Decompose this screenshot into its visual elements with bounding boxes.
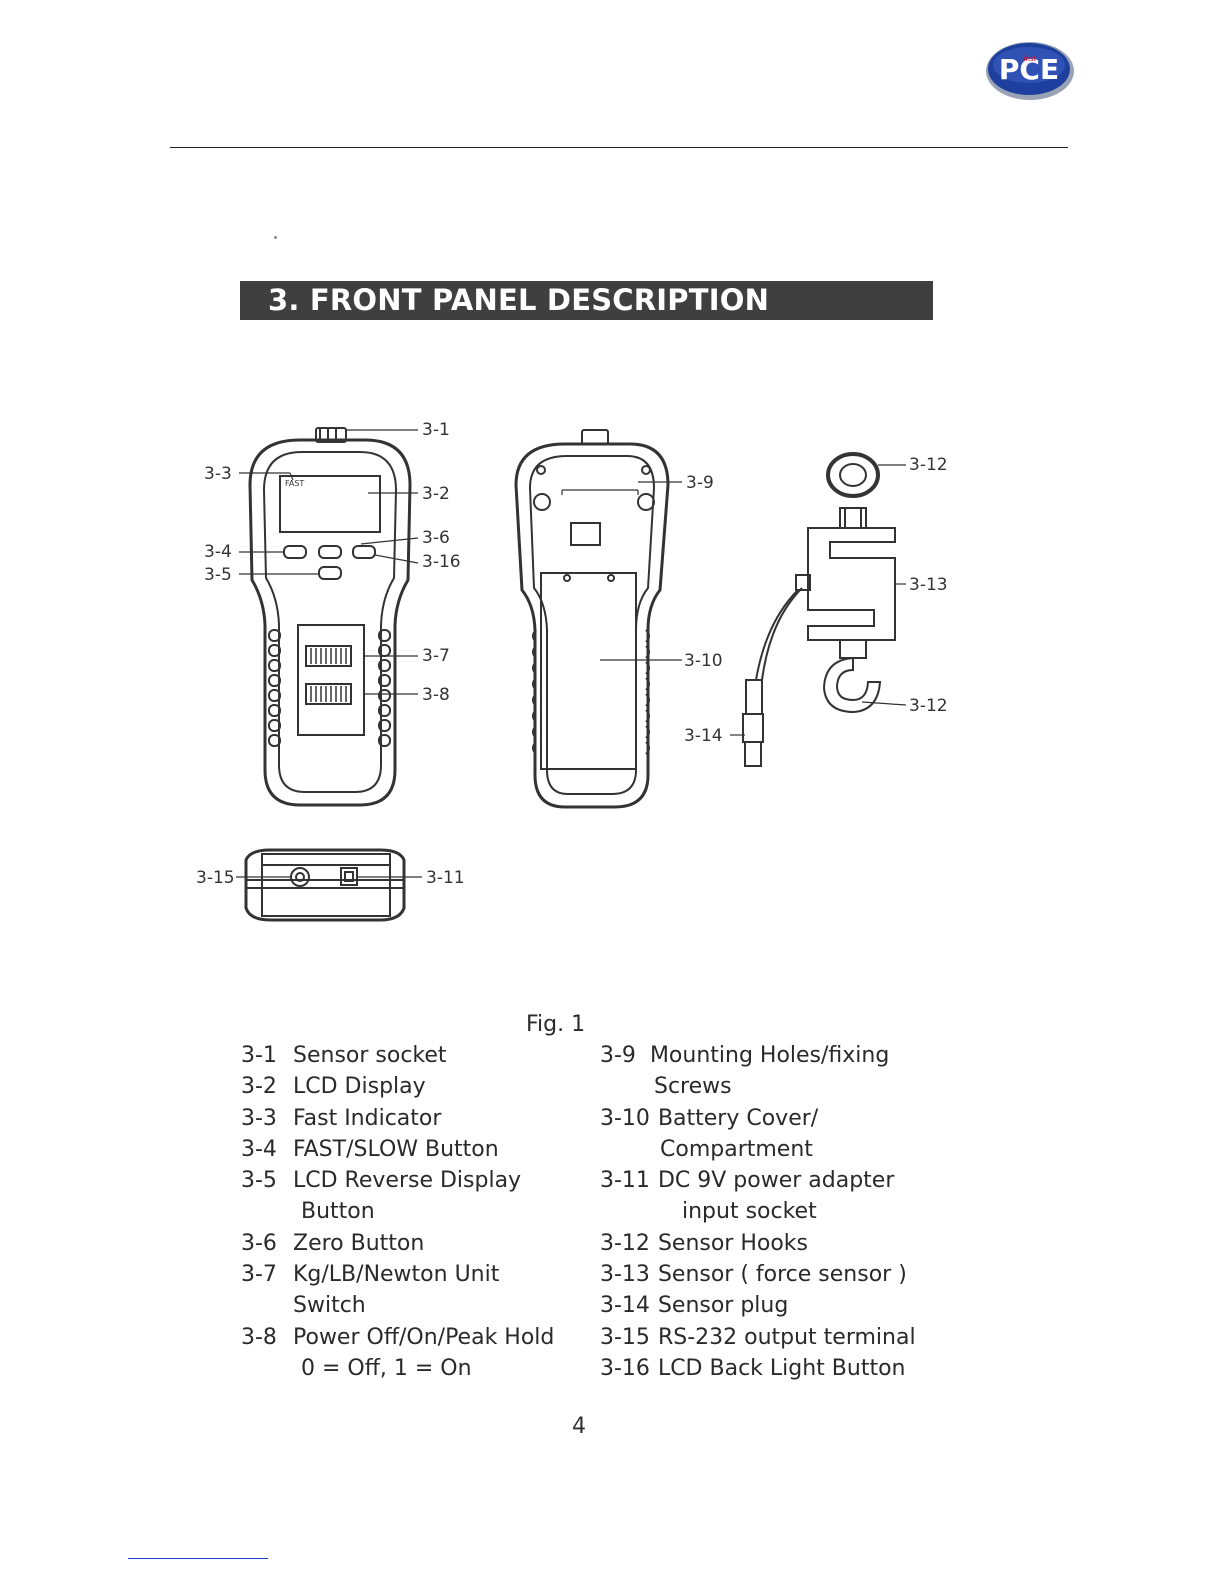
legend-item: 3-2 LCD Display: [241, 1071, 581, 1102]
front-panel-figure: FAST: [190, 420, 990, 940]
legend-item: 3-9 Mounting Holes/fixing: [600, 1040, 940, 1071]
legend-text: Kg/LB/Newton Unit: [293, 1262, 500, 1288]
legend-continuation: 0 = Off, 1 = On: [301, 1355, 472, 1381]
legend-text: Sensor socket: [293, 1043, 447, 1068]
legend-item: 3-11 DC 9V power adapter: [600, 1165, 940, 1196]
legend-right-column: 3-9 Mounting Holes/fixing Screws 3-10 Batt…: [600, 1040, 940, 1384]
legend-item: 3-14 Sensor plug: [600, 1290, 940, 1321]
lcd-fast-indicator: FAST: [285, 479, 304, 488]
legend-code: 3-8: [241, 1324, 277, 1350]
legend-item: 3-7 Kg/LB/Newton Unit: [241, 1259, 581, 1290]
callout-3-12-bottom: 3-12: [909, 696, 948, 716]
callout-3-4: 3-4: [204, 542, 232, 562]
legend-text: Sensor plug: [657, 1293, 789, 1319]
legend-text: LCD Reverse Display: [293, 1168, 522, 1194]
legend-continuation: Button: [301, 1199, 375, 1225]
bottom-view-device: [244, 848, 406, 922]
section-heading: 3. FRONT PANEL DESCRIPTION: [240, 281, 933, 320]
legend-item: 3-16 LCD Back Light Button: [600, 1353, 940, 1384]
legend-item: 3-12 Sensor Hooks: [600, 1228, 940, 1259]
callout-3-2: 3-2: [422, 484, 450, 504]
callout-3-6: 3-6: [422, 528, 450, 548]
back-device: [514, 429, 670, 809]
legend-code: 3-15: [600, 1324, 650, 1350]
callout-3-16: 3-16: [422, 552, 461, 572]
figure-caption: Fig. 1: [526, 1012, 586, 1037]
legend-text: Mounting Holes/fixing: [649, 1043, 890, 1068]
legend-text: Fast Indicator: [293, 1105, 442, 1131]
callout-3-5: 3-5: [204, 565, 232, 585]
legend-code: 3-3: [241, 1105, 277, 1131]
legend-code: 3-11: [600, 1168, 650, 1194]
callout-3-15: 3-15: [196, 868, 235, 888]
legend-item: 3-4 FAST/SLOW Button: [241, 1134, 581, 1165]
legend-text: Sensor Hooks: [657, 1230, 809, 1256]
callout-3-12-top: 3-12: [909, 455, 948, 475]
legend-code: 3-16: [600, 1355, 650, 1381]
legend-text: LCD Back Light Button: [657, 1355, 906, 1381]
logo-subtext: inst: [1024, 55, 1037, 63]
legend-code: 3-12: [600, 1230, 650, 1256]
callout-3-7: 3-7: [422, 646, 450, 666]
legend-code: 3-13: [600, 1262, 650, 1288]
legend-continuation: input socket: [682, 1199, 817, 1225]
legend-text: Power Off/On/Peak Hold: [293, 1324, 555, 1350]
legend-continuation: Screws: [654, 1074, 732, 1100]
legend-code: 3-2: [241, 1074, 277, 1100]
logo-text: PCE: [999, 53, 1059, 86]
legend-code: 3-1: [241, 1043, 277, 1068]
device-diagram: FAST: [196, 420, 948, 922]
callout-3-8: 3-8: [422, 685, 450, 705]
pce-logo: PCE inst: [984, 40, 1076, 102]
legend-item: 3-13 Sensor ( force sensor ): [600, 1259, 940, 1290]
legend-item: 3-6 Zero Button: [241, 1228, 581, 1259]
legend-text: Sensor ( force sensor ): [657, 1262, 907, 1288]
callout-3-9: 3-9: [686, 473, 714, 493]
page-number: 4: [572, 1414, 586, 1439]
force-sensor: [742, 452, 896, 767]
callout-3-11: 3-11: [426, 868, 465, 888]
legend-code: 3-14: [600, 1293, 650, 1319]
legend-text: DC 9V power adapter: [657, 1168, 895, 1194]
legend-continuation: Switch: [293, 1293, 366, 1319]
callout-3-14: 3-14: [684, 726, 723, 746]
front-device: FAST: [248, 427, 412, 807]
callout-3-13: 3-13: [909, 575, 948, 595]
legend-item: 3-15 RS-232 output terminal: [600, 1322, 940, 1353]
legend-item: 3-1 Sensor socket: [241, 1040, 581, 1071]
legend-continuation: Compartment: [660, 1136, 813, 1162]
legend-code: 3-7: [241, 1262, 277, 1288]
callout-3-3: 3-3: [204, 464, 232, 484]
legend-code: 3-10: [600, 1105, 650, 1131]
legend-item: 3-10 Battery Cover/: [600, 1103, 940, 1134]
legend-left-column: 3-1 Sensor socket 3-2 LCD Display 3-3 Fast …: [241, 1040, 581, 1384]
legend-text: FAST/SLOW Button: [293, 1136, 499, 1162]
legend-item: 3-8 Power Off/On/Peak Hold: [241, 1322, 581, 1353]
callout-3-1: 3-1: [422, 420, 450, 440]
scan-speck: [274, 236, 277, 239]
legend-code: 3-4: [241, 1136, 277, 1162]
legend-text: Zero Button: [293, 1230, 425, 1256]
legend-text: Battery Cover/: [657, 1105, 819, 1131]
footer-link-underline: [128, 1558, 268, 1559]
legend-item: 3-3 Fast Indicator: [241, 1103, 581, 1134]
legend-item: 3-5 LCD Reverse Display: [241, 1165, 581, 1196]
legend-text: LCD Display: [293, 1074, 426, 1100]
legend-text: RS-232 output terminal: [657, 1324, 916, 1350]
header-divider: [170, 147, 1068, 148]
legend-code: 3-5: [241, 1168, 277, 1194]
legend-code: 3-9: [600, 1043, 636, 1068]
callout-3-10: 3-10: [684, 651, 723, 671]
legend-code: 3-6: [241, 1230, 277, 1256]
